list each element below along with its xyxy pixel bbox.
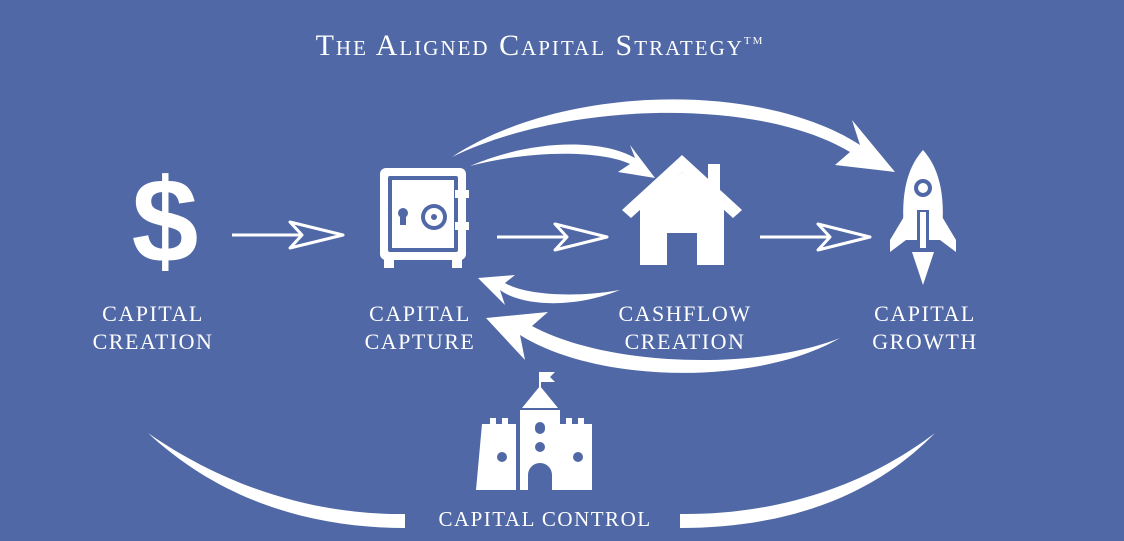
arrow-capture-to-cashflow <box>497 222 609 252</box>
arc-capture-to-growth <box>452 99 895 172</box>
rocket-icon <box>890 150 956 285</box>
label-capital-control: CAPITAL CONTROL <box>438 507 652 531</box>
diagram-title: The Aligned Capital StrategyTM <box>0 26 1080 62</box>
label-line: CREATION <box>624 329 746 354</box>
arc-bottom-right <box>680 433 935 528</box>
arrow-creation-to-capture <box>232 220 345 250</box>
house-icon <box>622 155 742 265</box>
trademark: TM <box>743 31 765 48</box>
label-capital-growth: CAPITAL GROWTH <box>845 300 1005 356</box>
label-line: CAPITAL <box>102 301 204 326</box>
dollar-icon: $ <box>132 154 199 288</box>
label-capital-capture: CAPITAL CAPTURE <box>340 300 500 356</box>
arc-capture-to-cashflow <box>470 144 655 178</box>
label-line: GROWTH <box>872 329 978 354</box>
title-text: The Aligned Capital Strategy <box>315 29 744 62</box>
label-line: CASHFLOW <box>618 301 752 326</box>
safe-icon <box>380 168 469 268</box>
label-line: CAPTURE <box>364 329 476 354</box>
arc-growth-to-capture <box>486 312 840 373</box>
label-line: CREATION <box>92 329 214 354</box>
castle-icon <box>476 372 592 490</box>
label-cashflow-creation: CASHFLOW CREATION <box>595 300 775 356</box>
label-line: CAPITAL <box>874 301 976 326</box>
label-capital-creation: CAPITAL CREATION <box>73 300 233 356</box>
label-line: CAPITAL <box>369 301 471 326</box>
arrow-cashflow-to-growth <box>760 222 872 252</box>
arc-bottom-left <box>148 433 405 528</box>
arc-cashflow-to-capture <box>478 275 620 305</box>
